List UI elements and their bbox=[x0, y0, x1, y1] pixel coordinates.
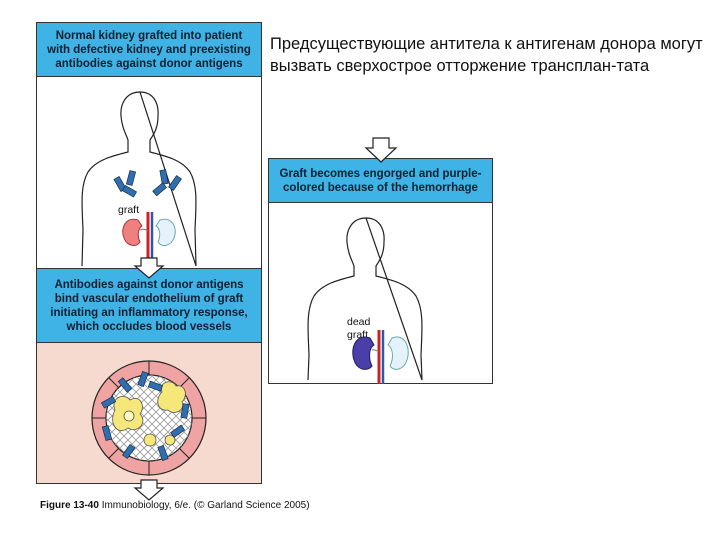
panel-antibodies-bind: Antibodies against donor antigens bind v… bbox=[36, 268, 262, 484]
down-arrow-2 bbox=[133, 479, 165, 501]
body-silhouette-3 bbox=[307, 217, 423, 381]
figure-caption: Figure 13-40 Immunobiology, 6/e. (© Garl… bbox=[40, 500, 310, 511]
panel-3-header: Graft becomes engorged and purple-colore… bbox=[269, 159, 492, 203]
body-silhouette-1 bbox=[81, 91, 197, 267]
kidneys-panel-3 bbox=[352, 330, 409, 384]
dead-graft-label-line1: dead bbox=[347, 316, 371, 328]
down-arrow-3 bbox=[364, 137, 398, 163]
antibodies-panel-1 bbox=[113, 169, 182, 198]
vessel-cross-section bbox=[91, 360, 207, 476]
panel-2-header: Antibodies against donor antigens bind v… bbox=[37, 269, 261, 343]
panel-1-header: Normal kidney grafted into patient with … bbox=[37, 23, 261, 77]
down-arrow-1 bbox=[133, 257, 165, 279]
figure-source: Immunobiology, 6/e. (© Garland Science 2… bbox=[101, 500, 310, 511]
russian-caption: Предсуществующие антитела к антигенам до… bbox=[270, 35, 703, 75]
graft-label: graft bbox=[118, 204, 139, 216]
panel-graft-normal: Normal kidney grafted into patient with … bbox=[36, 22, 262, 270]
figure-number: Figure 13-40 bbox=[40, 500, 99, 511]
kidneys-panel-1 bbox=[122, 212, 176, 262]
